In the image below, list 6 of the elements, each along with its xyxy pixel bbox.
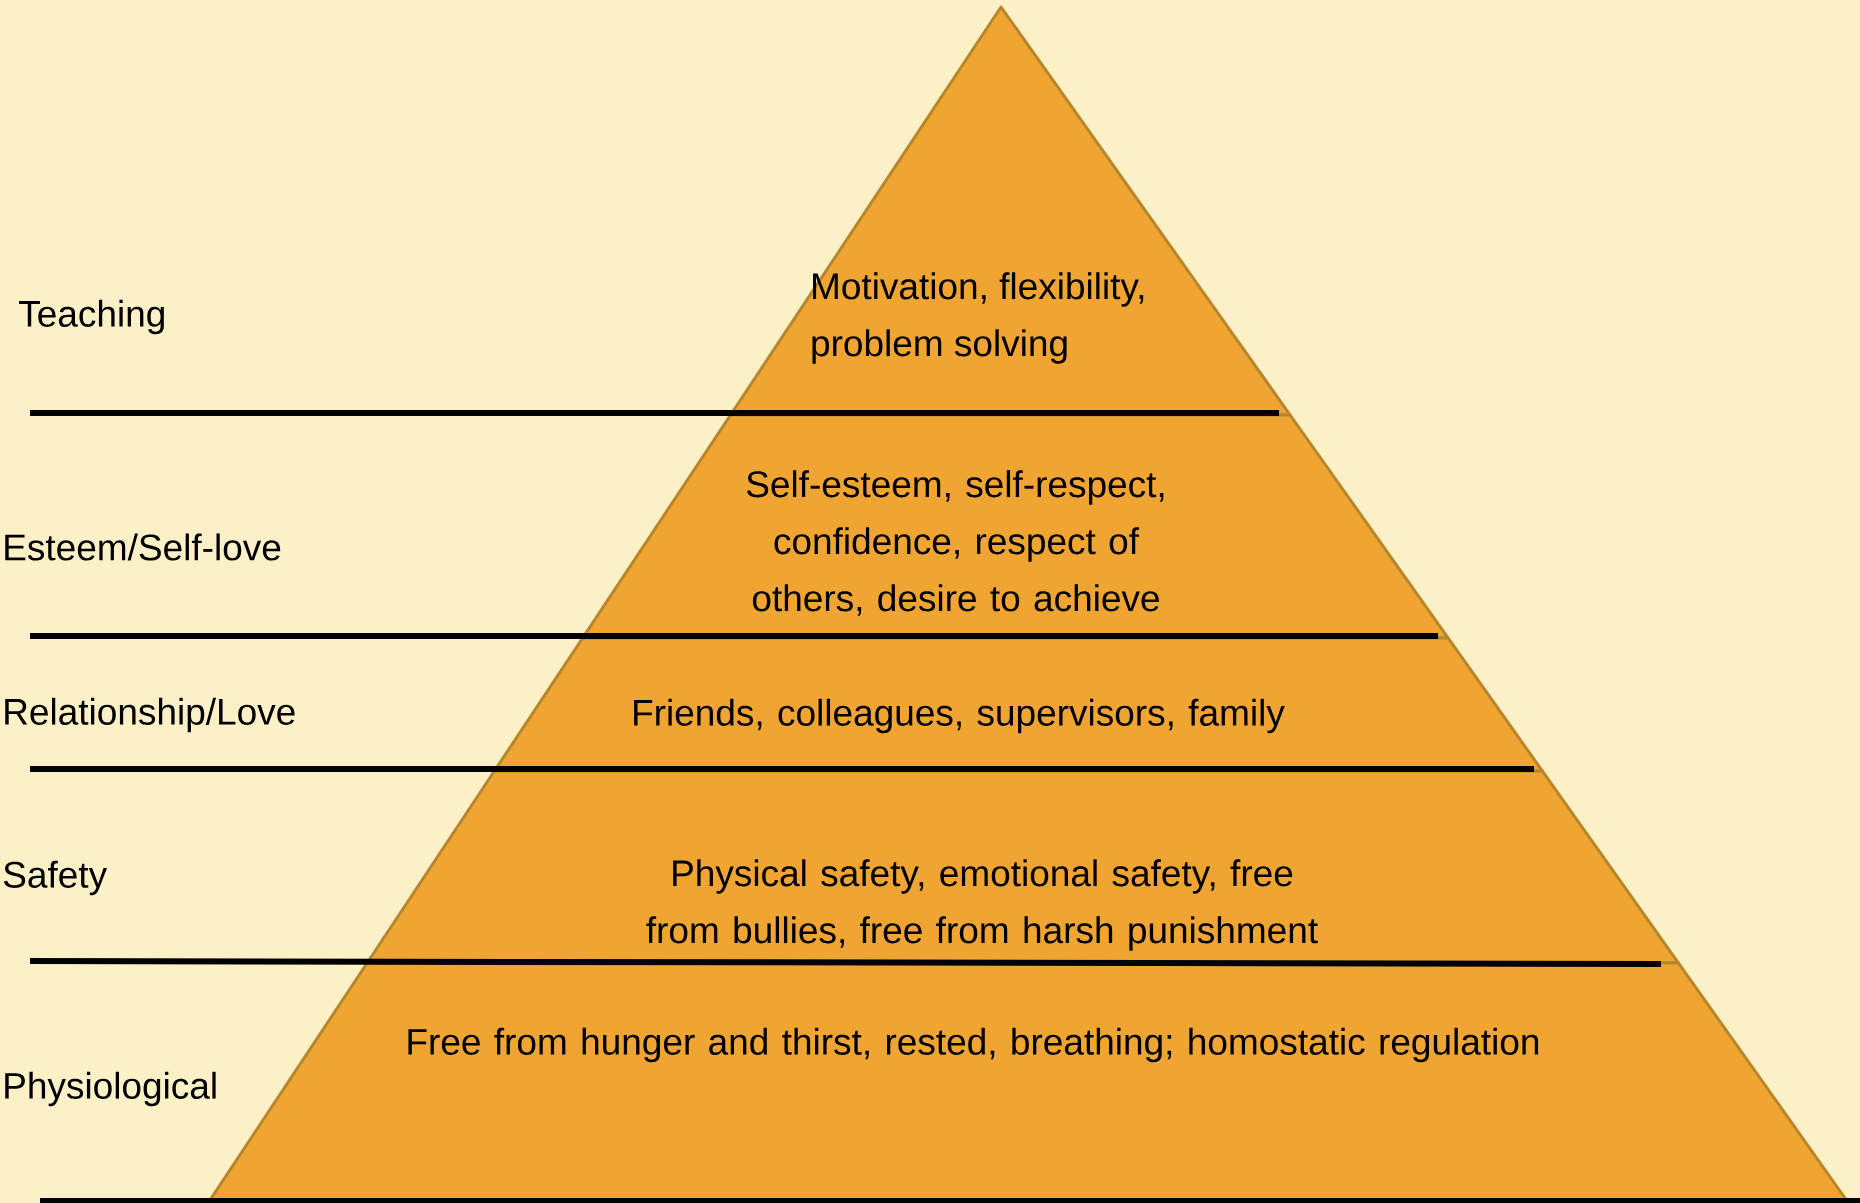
level-label: Teaching <box>19 299 164 335</box>
pyramid-band: Self-esteem, self-respect, confidence, respect of others, desire to achieve <box>581 413 1450 640</box>
level-label: Esteem/Self-love <box>5 533 281 561</box>
pyramid-band: Motivation, flexibility, problem solving <box>729 5 1292 417</box>
level-label: Safety <box>3 860 108 896</box>
level-label: Relationship/Love <box>5 697 295 733</box>
